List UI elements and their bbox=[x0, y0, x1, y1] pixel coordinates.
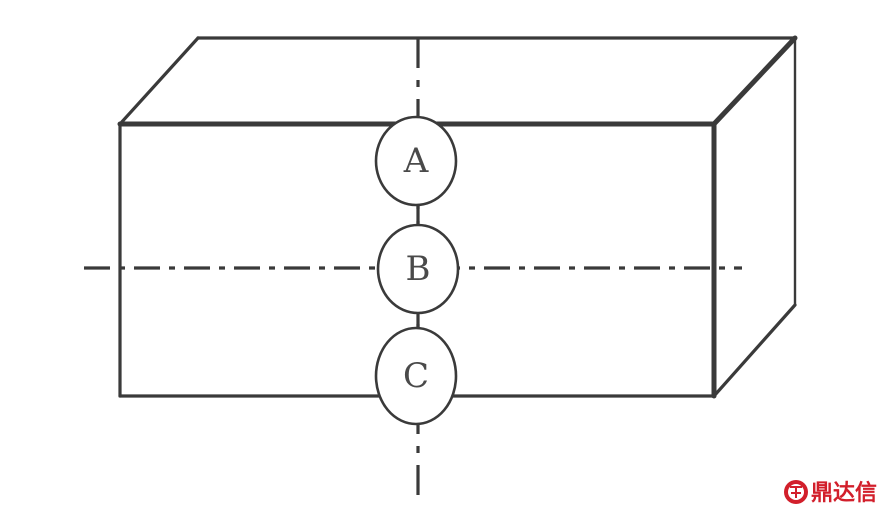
node-a-circle bbox=[374, 115, 458, 207]
top-right-edge bbox=[711, 35, 798, 127]
watermark: 鼎达信 bbox=[784, 480, 877, 506]
node-a: A bbox=[374, 115, 458, 207]
side-bottom-edge bbox=[712, 303, 797, 398]
dingdaxin-logo-icon bbox=[784, 480, 808, 504]
watermark-text: 鼎达信 bbox=[811, 480, 877, 506]
node-a-label: A bbox=[403, 141, 429, 181]
node-c: C bbox=[374, 326, 458, 426]
node-b: B bbox=[376, 223, 460, 315]
node-c-label: C bbox=[403, 356, 429, 396]
top-left-edge bbox=[118, 36, 200, 126]
node-b-circle bbox=[376, 223, 460, 315]
box-side-face bbox=[712, 36, 797, 398]
box-top-face bbox=[118, 35, 798, 127]
node-b-label: B bbox=[406, 249, 431, 289]
node-c-circle bbox=[374, 326, 458, 426]
